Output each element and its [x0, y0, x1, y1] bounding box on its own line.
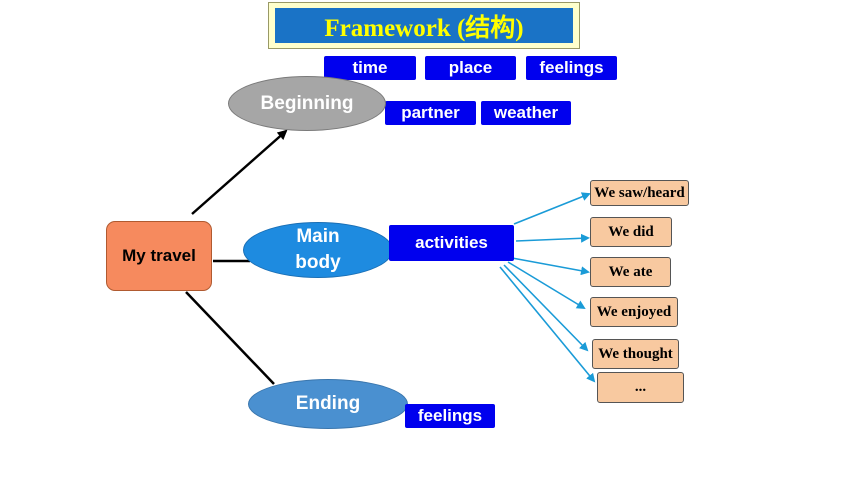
main-body-label-line1: Main	[296, 226, 340, 247]
tag-weather: weather	[481, 101, 571, 125]
ending-node: Ending	[248, 379, 408, 429]
activity-ate: We ate	[590, 257, 671, 287]
arrow-to-ate	[511, 257, 590, 276]
tag-partner: partner	[385, 101, 476, 125]
tag-feelings-beginning: feelings	[526, 56, 617, 80]
activity-did: We did	[590, 217, 672, 247]
activity-saw-heard: We saw/heard	[590, 180, 689, 206]
main-body-label-line2: body	[295, 252, 341, 273]
tag-feelings-ending: feelings	[405, 404, 495, 428]
title-frame: Framework (结构)	[268, 2, 580, 49]
arrow-to-more	[499, 266, 596, 383]
arrow-to-saw-heard	[513, 192, 591, 225]
beginning-node: Beginning	[228, 76, 386, 131]
activity-enjoyed: We enjoyed	[590, 297, 678, 327]
activity-thought: We thought	[592, 339, 679, 369]
arrow-to-enjoyed	[507, 261, 586, 310]
arrow-to-thought	[503, 264, 589, 352]
tag-place: place	[425, 56, 516, 80]
arrow-to-did	[515, 233, 590, 243]
activity-more: ...	[597, 372, 684, 403]
connector-root-beginning	[191, 129, 288, 215]
connector-root-ending	[185, 291, 275, 385]
main-body-node: Main body	[243, 222, 393, 278]
title-text: Framework (结构)	[275, 8, 573, 43]
tag-activities: activities	[389, 225, 514, 261]
root-node-my-travel: My travel	[106, 221, 212, 291]
tag-time: time	[324, 56, 416, 80]
